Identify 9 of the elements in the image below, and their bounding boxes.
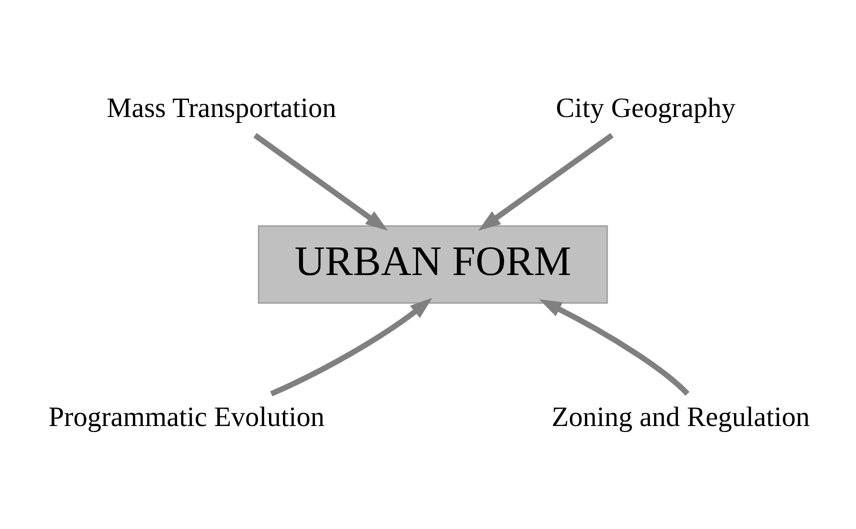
node-text: Programmatic Evolution	[48, 402, 325, 434]
node-text: Zoning and Regulation	[552, 402, 810, 434]
node-box: URBAN FORM	[258, 225, 608, 304]
arrow	[539, 299, 690, 396]
arrow	[253, 133, 388, 231]
node-text: City Geography	[556, 92, 736, 124]
arrow	[270, 298, 432, 396]
arrow	[478, 132, 614, 231]
node-text: Mass Transportation	[106, 92, 336, 124]
